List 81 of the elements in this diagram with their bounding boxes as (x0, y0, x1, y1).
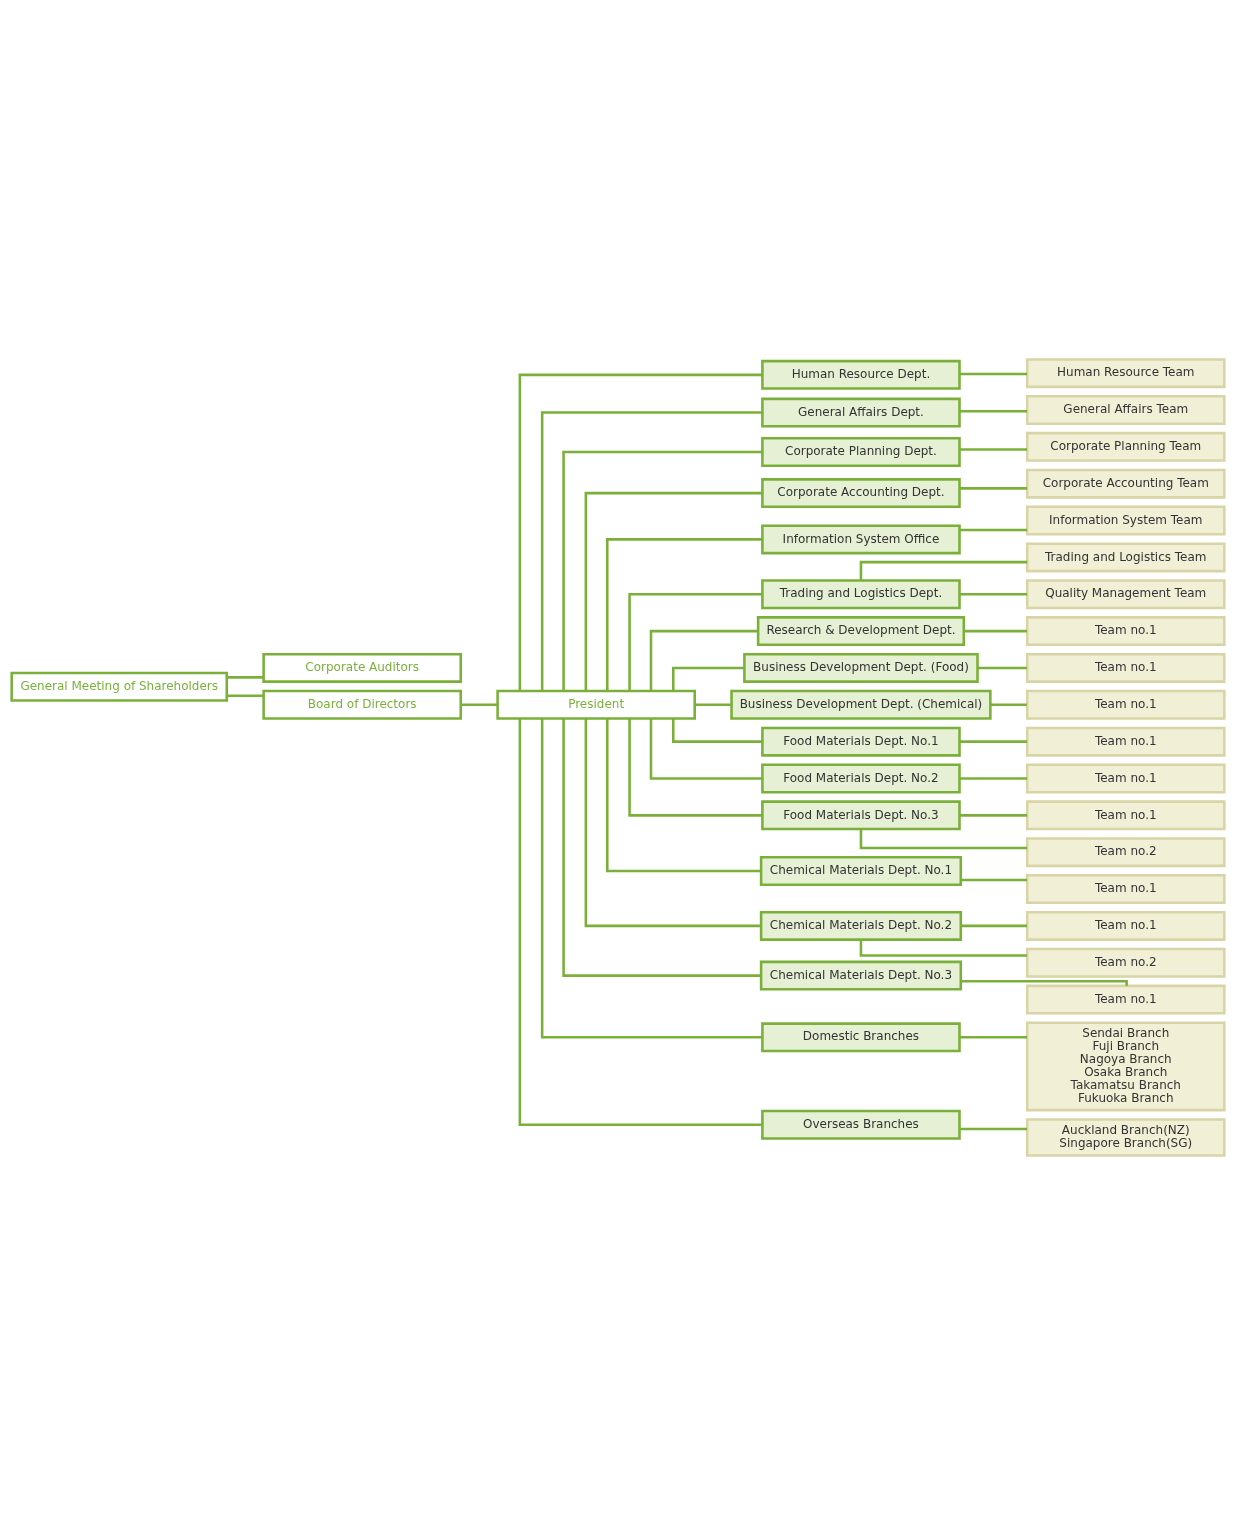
node-box: Overseas Branches (761, 1109, 961, 1140)
connector (226, 694, 264, 697)
node-box: Auckland Branch(NZ) Singapore Branch(SG) (1025, 1117, 1226, 1157)
node-box: Corporate Accounting Dept. (761, 477, 961, 508)
node-box: Domestic Branches (761, 1021, 961, 1052)
connector (226, 675, 264, 679)
connector (584, 491, 763, 691)
node-box: Food Materials Dept. No.1 (761, 726, 961, 757)
node-box: Team no.1 (1025, 910, 1226, 941)
connector (959, 1127, 1028, 1130)
connector (964, 629, 1028, 632)
connector (959, 447, 1028, 451)
connector (694, 703, 732, 706)
node-box: General Affairs Team (1025, 394, 1226, 425)
connector (540, 410, 763, 691)
connector (961, 878, 1028, 881)
connector (518, 718, 763, 1126)
connector (959, 486, 1028, 490)
connector (649, 629, 758, 691)
node-box: Trading and Logistics Team (1025, 541, 1226, 572)
connector (961, 979, 1128, 986)
connector (518, 373, 763, 691)
node-box: Team no.2 (1025, 947, 1226, 978)
node-box: Team no.2 (1025, 836, 1226, 867)
connector (562, 718, 762, 977)
node-box: Food Materials Dept. No.3 (761, 799, 961, 830)
connector (606, 718, 762, 872)
node-box: Information System Office (761, 523, 961, 554)
connector (606, 537, 763, 691)
node-box: Chemical Materials Dept. No.1 (759, 855, 963, 886)
node-box: Chemical Materials Dept. No.3 (759, 960, 963, 991)
node-box: Food Materials Dept. No.2 (761, 763, 961, 793)
connector (959, 739, 1028, 743)
node-box: Board of Directors (262, 689, 463, 720)
node-box: Corporate Auditors (262, 652, 463, 683)
node-box: Team no.1 (1025, 615, 1226, 646)
connector (649, 718, 763, 780)
node-box: President (496, 689, 696, 720)
node-box: Team no.1 (1025, 984, 1226, 1015)
connector (961, 924, 1028, 927)
node-box: Corporate Planning Team (1025, 431, 1226, 462)
connector (584, 718, 761, 927)
node-box: Chemical Materials Dept. No.2 (759, 910, 963, 941)
node-box: Corporate Accounting Team (1025, 468, 1226, 499)
node-box: Trading and Logistics Dept. (761, 578, 961, 609)
connector (628, 592, 763, 691)
connector (959, 776, 1028, 780)
node-box: Research & Development Dept. (756, 615, 966, 646)
node-box: Information System Team (1025, 505, 1226, 536)
node-box: Team no.1 (1025, 652, 1226, 683)
connector (461, 703, 498, 706)
connector (859, 560, 1028, 580)
node-box: Sendai Branch Fuji Branch Nagoya Branch Osaka Branch Takamatsu Branch Fukuoka Branch (1025, 1020, 1226, 1111)
connector (859, 939, 1028, 957)
node-box: Human Resource Dept. (761, 359, 961, 390)
node-box: Business Development Dept. (Food) (743, 652, 979, 683)
node-box: Team no.1 (1025, 799, 1226, 830)
node-box: Corporate Planning Dept. (761, 436, 961, 467)
connector (859, 828, 1028, 849)
node-box: Quality Management Team (1025, 578, 1226, 609)
connector (959, 372, 1028, 375)
connector (540, 718, 763, 1039)
node-box: General Meeting of Shareholders (10, 671, 229, 702)
connector (959, 592, 1028, 596)
connector (959, 813, 1028, 817)
node-box: General Affairs Dept. (761, 397, 961, 428)
connector (959, 409, 1028, 413)
connector (562, 450, 763, 691)
node-box: Team no.1 (1025, 873, 1226, 904)
connector (628, 718, 763, 817)
connector (977, 666, 1027, 669)
node-box: Business Development Dept. (Chemical) (730, 689, 992, 720)
connector (990, 703, 1027, 706)
node-box: Team no.1 (1025, 689, 1226, 720)
connector (672, 718, 763, 743)
connector (672, 666, 745, 691)
node-box: Team no.1 (1025, 726, 1226, 757)
connector (959, 528, 1028, 531)
node-box: Team no.1 (1025, 763, 1226, 793)
node-box: Human Resource Team (1025, 357, 1226, 388)
connector (959, 1035, 1028, 1039)
